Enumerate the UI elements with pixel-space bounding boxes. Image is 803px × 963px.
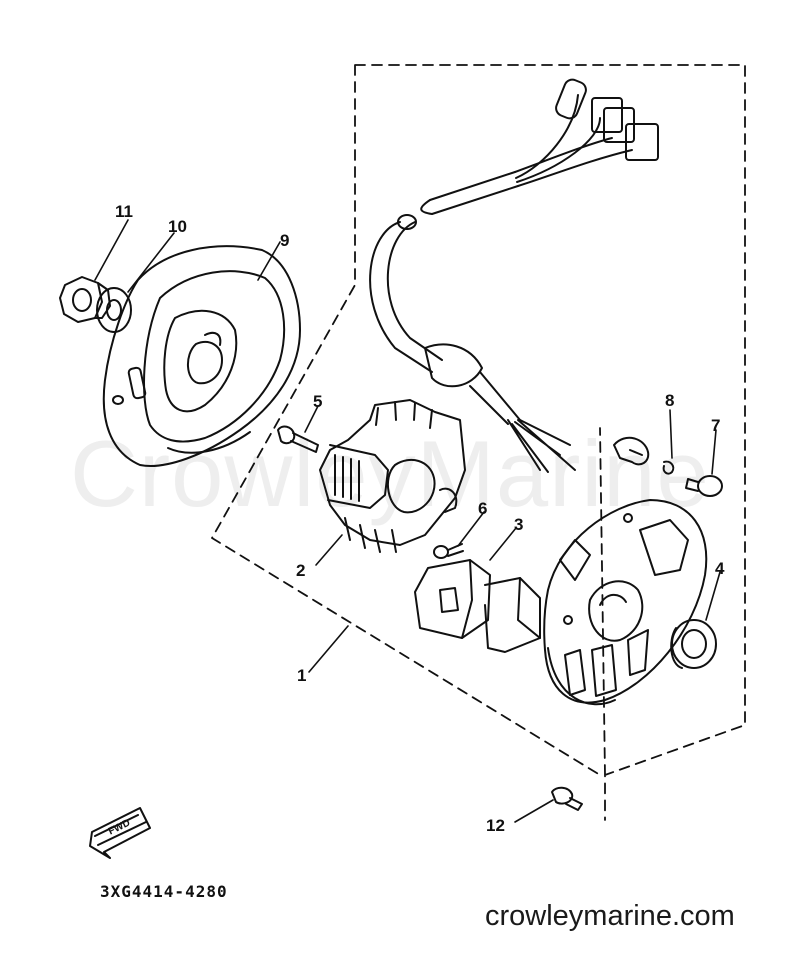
callout-10: 10 [168,217,187,236]
callout-8: 8 [665,391,675,410]
callout-4: 4 [715,559,725,578]
callout-5: 5 [313,392,323,411]
washer [96,287,132,333]
callout-11: 11 [115,202,133,221]
screw-5 [277,425,319,453]
callout-1: 1 [297,666,307,685]
callout-2: 2 [296,561,306,580]
bolt-12 [551,786,583,811]
screw-7 [685,475,723,497]
part-code: 3XG4414-4280 [100,882,228,901]
leader-lines [94,219,721,823]
flywheel [102,245,301,467]
pulser-coil [414,559,541,653]
stator-coil [319,399,466,553]
fwd-arrow-icon [89,807,151,859]
callout-7: 7 [711,416,721,435]
site-watermark-text: crowleymarine.com [485,900,735,932]
nut [59,276,111,323]
clamp [613,436,675,475]
oil-seal [670,619,717,669]
callout-12: 12 [486,816,505,835]
callout-9: 9 [280,231,290,250]
callout-6: 6 [478,499,488,518]
callout-3: 3 [514,515,524,534]
wire-harness [369,78,659,473]
base-plate [543,499,708,706]
